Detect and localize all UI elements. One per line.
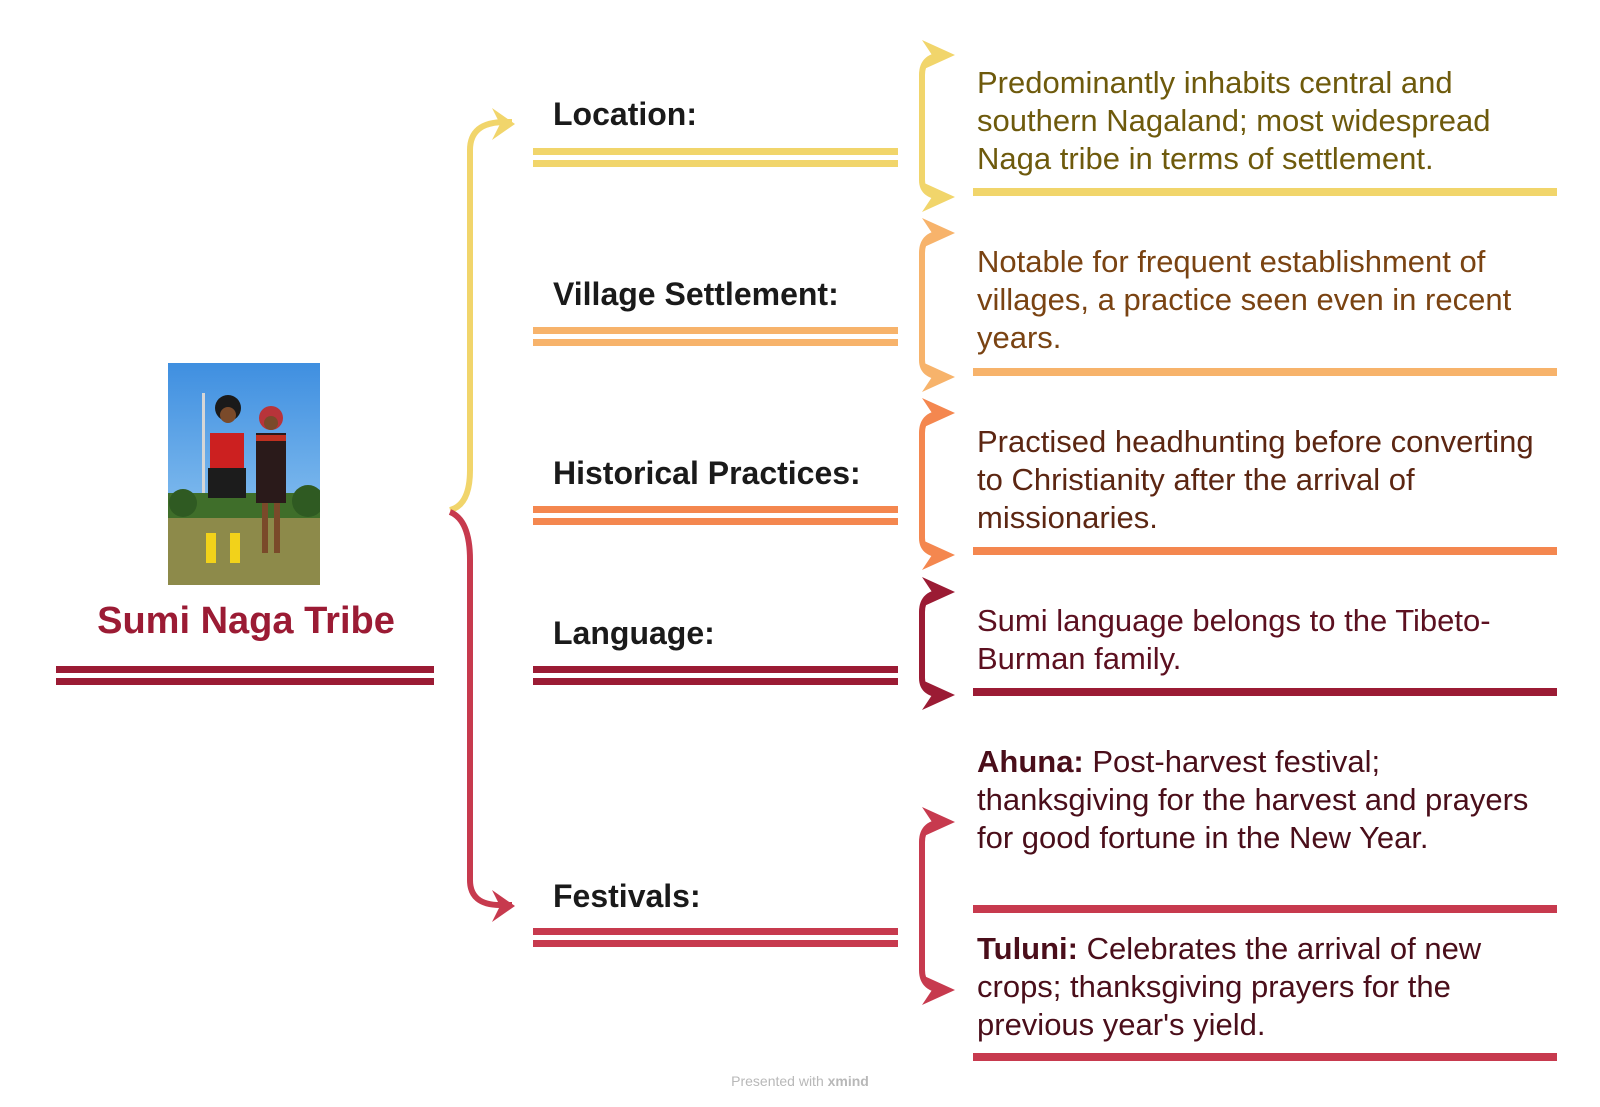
- branch-label-location: Location:: [553, 96, 697, 132]
- leaf-text: Predominantly inhabits central and south…: [977, 65, 1491, 176]
- leaf-arrows: [922, 40, 955, 1005]
- leaf-bold: Ahuna:: [977, 744, 1084, 779]
- branch-label-festivals: Festivals:: [553, 878, 701, 914]
- leaf-text: Celebrates the arrival of new crops; tha…: [977, 931, 1482, 1042]
- leaf-bold: Tuluni:: [977, 931, 1078, 966]
- branch-label-historical-practices: Historical Practices:: [553, 455, 861, 491]
- root-title: Sumi Naga Tribe: [97, 600, 395, 642]
- leaf-language: Sumi language belongs to the Tibeto-Burm…: [977, 602, 1557, 678]
- arrow-location: [492, 108, 515, 140]
- leaf-text: Notable for frequent establishment of vi…: [977, 244, 1512, 355]
- presented-with-credit: Presented with xmind: [0, 1073, 1600, 1089]
- leaf-text: Post-harvest festival; thanksgiving for …: [977, 744, 1529, 855]
- leaf-festival-tuluni: Tuluni: Celebrates the arrival of new cr…: [977, 930, 1557, 1044]
- root-photo: [168, 363, 320, 585]
- branch-label-language: Language:: [553, 615, 715, 651]
- root-underline-bottom: [56, 678, 434, 685]
- branch-underlines: [533, 148, 898, 947]
- leaf-underlines: [973, 188, 1557, 1061]
- leaf-village-settlement: Notable for frequent establishment of vi…: [977, 243, 1557, 357]
- leaf-text: Sumi language belongs to the Tibeto-Burm…: [977, 603, 1491, 676]
- leaf-festival-ahuna: Ahuna: Post-harvest festival; thanksgivi…: [977, 743, 1557, 857]
- arrow-festivals: [492, 890, 515, 922]
- leaf-location: Predominantly inhabits central and south…: [977, 64, 1557, 178]
- root-underline-top: [56, 666, 434, 673]
- connector-festivals: [448, 509, 512, 908]
- credit-prefix: Presented with: [731, 1073, 828, 1089]
- leaf-text: Practised headhunting before converting …: [977, 424, 1534, 535]
- connector-location: [449, 119, 512, 513]
- credit-brand: xmind: [827, 1073, 869, 1089]
- leaf-historical-practices: Practised headhunting before converting …: [977, 423, 1557, 537]
- branch-label-village-settlement: Village Settlement:: [553, 276, 839, 312]
